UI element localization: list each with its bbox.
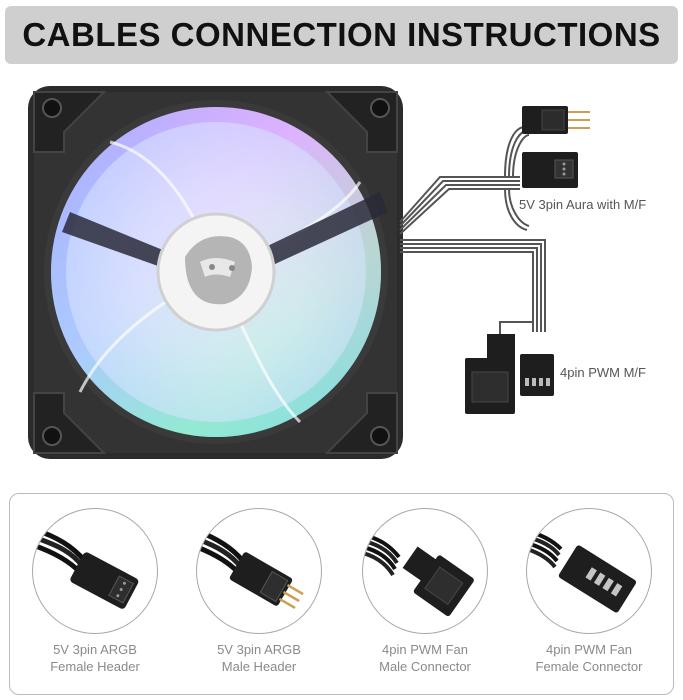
connector-label-line1: 5V 3pin ARGB xyxy=(217,642,301,657)
title-banner: CABLES CONNECTION INSTRUCTIONS xyxy=(5,6,678,64)
callout-pwm: 4pin PWM M/F xyxy=(560,365,646,380)
argb-female-header-icon xyxy=(32,508,158,634)
pwm-female-plug-icon xyxy=(520,354,554,396)
connector-argb-male: 5V 3pin ARGB Male Header xyxy=(184,508,334,688)
fan-rotor xyxy=(44,100,388,444)
connector-label-line2: Male Header xyxy=(221,659,297,674)
connector-label-line1: 4pin PWM Fan xyxy=(546,642,632,657)
connector-label-line1: 5V 3pin ARGB xyxy=(53,642,137,657)
connector-label-line2: Female Header xyxy=(50,659,140,674)
pwm-female-connector-icon xyxy=(526,508,652,634)
connector-legend: 5V 3pin ARGB Female Header xyxy=(9,493,674,695)
pwm-male-plug-icon xyxy=(465,334,515,414)
callout-aura: 5V 3pin Aura with M/F xyxy=(519,197,647,212)
connector-argb-female: 5V 3pin ARGB Female Header xyxy=(20,508,170,688)
connector-label-line1: 4pin PWM Fan xyxy=(382,642,468,657)
connector-pwm-male: 4pin PWM Fan Male Connector xyxy=(350,508,500,688)
connector-label-line2: Female Connector xyxy=(535,659,643,674)
pwm-male-connector-icon xyxy=(362,508,488,634)
argb-male-header-icon xyxy=(196,508,322,634)
argb-male-plug-icon xyxy=(522,106,590,134)
fan-illustration xyxy=(0,72,683,492)
connector-label-line2: Male Connector xyxy=(379,659,471,674)
lion-logo-icon xyxy=(185,236,252,305)
argb-female-plug-icon xyxy=(522,152,578,188)
connector-pwm-female: 4pin PWM Fan Female Connector xyxy=(514,508,664,688)
page-title: CABLES CONNECTION INSTRUCTIONS xyxy=(22,16,661,53)
